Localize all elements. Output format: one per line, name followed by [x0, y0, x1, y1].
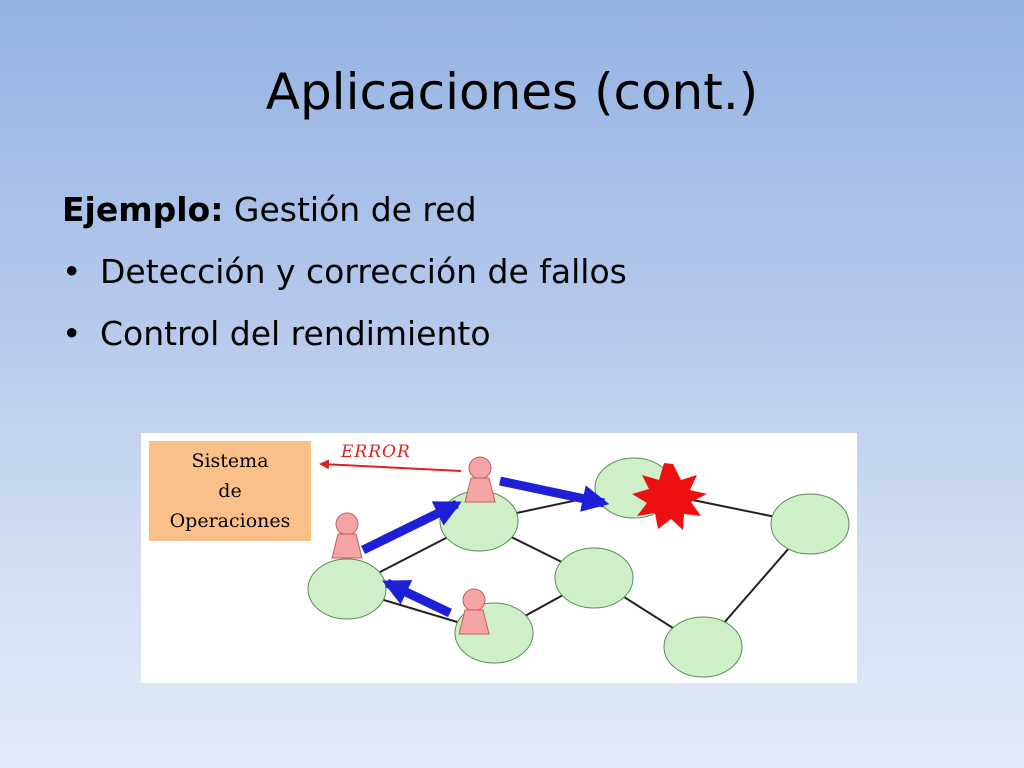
- error-label: ERROR: [341, 442, 411, 462]
- agent-icon: [331, 512, 363, 559]
- network-nodes: [307, 457, 850, 678]
- bullet-dot: •: [62, 314, 82, 354]
- agent-icon: [458, 588, 490, 635]
- network-node: [307, 558, 387, 620]
- error-arrow: [319, 459, 462, 472]
- bullet-list: • Detección y corrección de fallos • Con…: [62, 252, 627, 354]
- report-arrow: [361, 499, 462, 555]
- slide-content: Ejemplo: Gestión de red • Detección y co…: [62, 190, 627, 377]
- bullet-item: • Control del rendimiento: [62, 314, 627, 354]
- fault-burst-icon: [632, 463, 707, 530]
- ops-box-line: Sistema: [191, 450, 269, 472]
- operations-system-box: Sistema de Operaciones: [149, 441, 311, 541]
- report-arrow: [382, 578, 452, 618]
- report-arrows: [361, 476, 610, 618]
- network-diagram-svg: [307, 456, 850, 678]
- bullet-text: Control del rendimiento: [100, 314, 491, 354]
- network-node: [554, 547, 634, 609]
- bullet-item: • Detección y corrección de fallos: [62, 252, 627, 292]
- report-arrow: [499, 476, 610, 512]
- network-node: [663, 616, 743, 678]
- example-line: Ejemplo: Gestión de red: [62, 190, 627, 230]
- agent-icon: [464, 456, 496, 503]
- slide-title: Aplicaciones (cont.): [265, 63, 759, 121]
- network-diagram: Sistema de Operaciones ERROR: [141, 433, 857, 683]
- bullet-dot: •: [62, 251, 82, 291]
- network-node: [770, 493, 850, 555]
- ops-box-line: de: [218, 480, 242, 502]
- example-text: Gestión de red: [223, 190, 477, 229]
- ops-box-line: Operaciones: [169, 510, 291, 532]
- bullet-text: Detección y corrección de fallos: [100, 251, 627, 291]
- example-label: Ejemplo:: [62, 190, 224, 229]
